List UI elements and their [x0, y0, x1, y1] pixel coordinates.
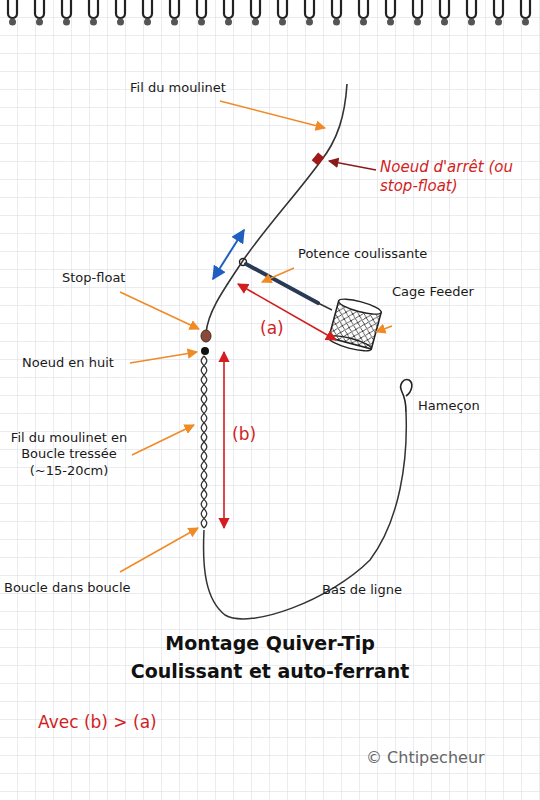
callout-label: © Chtipecheur [366, 748, 526, 768]
diagram-title: Montage Quiver-Tip Coulissant et auto-fe… [130, 630, 410, 685]
callout-label: Noeud d'arrêt (ou stop-float) [380, 158, 530, 196]
leader-arrow [329, 161, 376, 170]
callout-label: Bas de ligne [322, 582, 442, 598]
callout-label: Stop-float [62, 270, 162, 286]
braided-loop [201, 356, 207, 528]
leader-arrow [132, 425, 194, 455]
callout-label: (a) [260, 318, 300, 339]
main-line [206, 84, 347, 333]
boom [246, 264, 318, 303]
dimension-a [238, 284, 336, 340]
cage-feeder [328, 296, 383, 354]
callout-label: Noeud en huit [22, 355, 132, 371]
stop-knot [312, 153, 325, 166]
spiral-binding [8, 0, 530, 26]
callout-label: Avec (b) > (a) [38, 712, 238, 733]
leader-arrow [120, 528, 198, 572]
leader-arrow [120, 292, 199, 329]
callout-label: Hameçon [418, 398, 508, 414]
stop-float-bead [201, 330, 211, 342]
hook [401, 380, 412, 412]
callout-label: Cage Feeder [392, 284, 502, 300]
slide-arrow [213, 230, 244, 279]
leader-arrow [262, 268, 294, 282]
dimension-b [223, 352, 225, 528]
callout-label: Boucle dans boucle [4, 580, 154, 596]
callout-label: (b) [232, 424, 272, 445]
leader-arrow [130, 352, 197, 363]
feeder-link [318, 303, 332, 310]
figure-eight-knot [201, 347, 209, 355]
callout-label: Fil du moulinet [130, 80, 280, 96]
leader-arrow [220, 101, 325, 128]
callout-label: Fil du moulinet en Boucle tressée (~15-2… [4, 430, 134, 479]
leader-arrow [376, 326, 392, 332]
callout-label: Potence coulissante [298, 246, 468, 262]
